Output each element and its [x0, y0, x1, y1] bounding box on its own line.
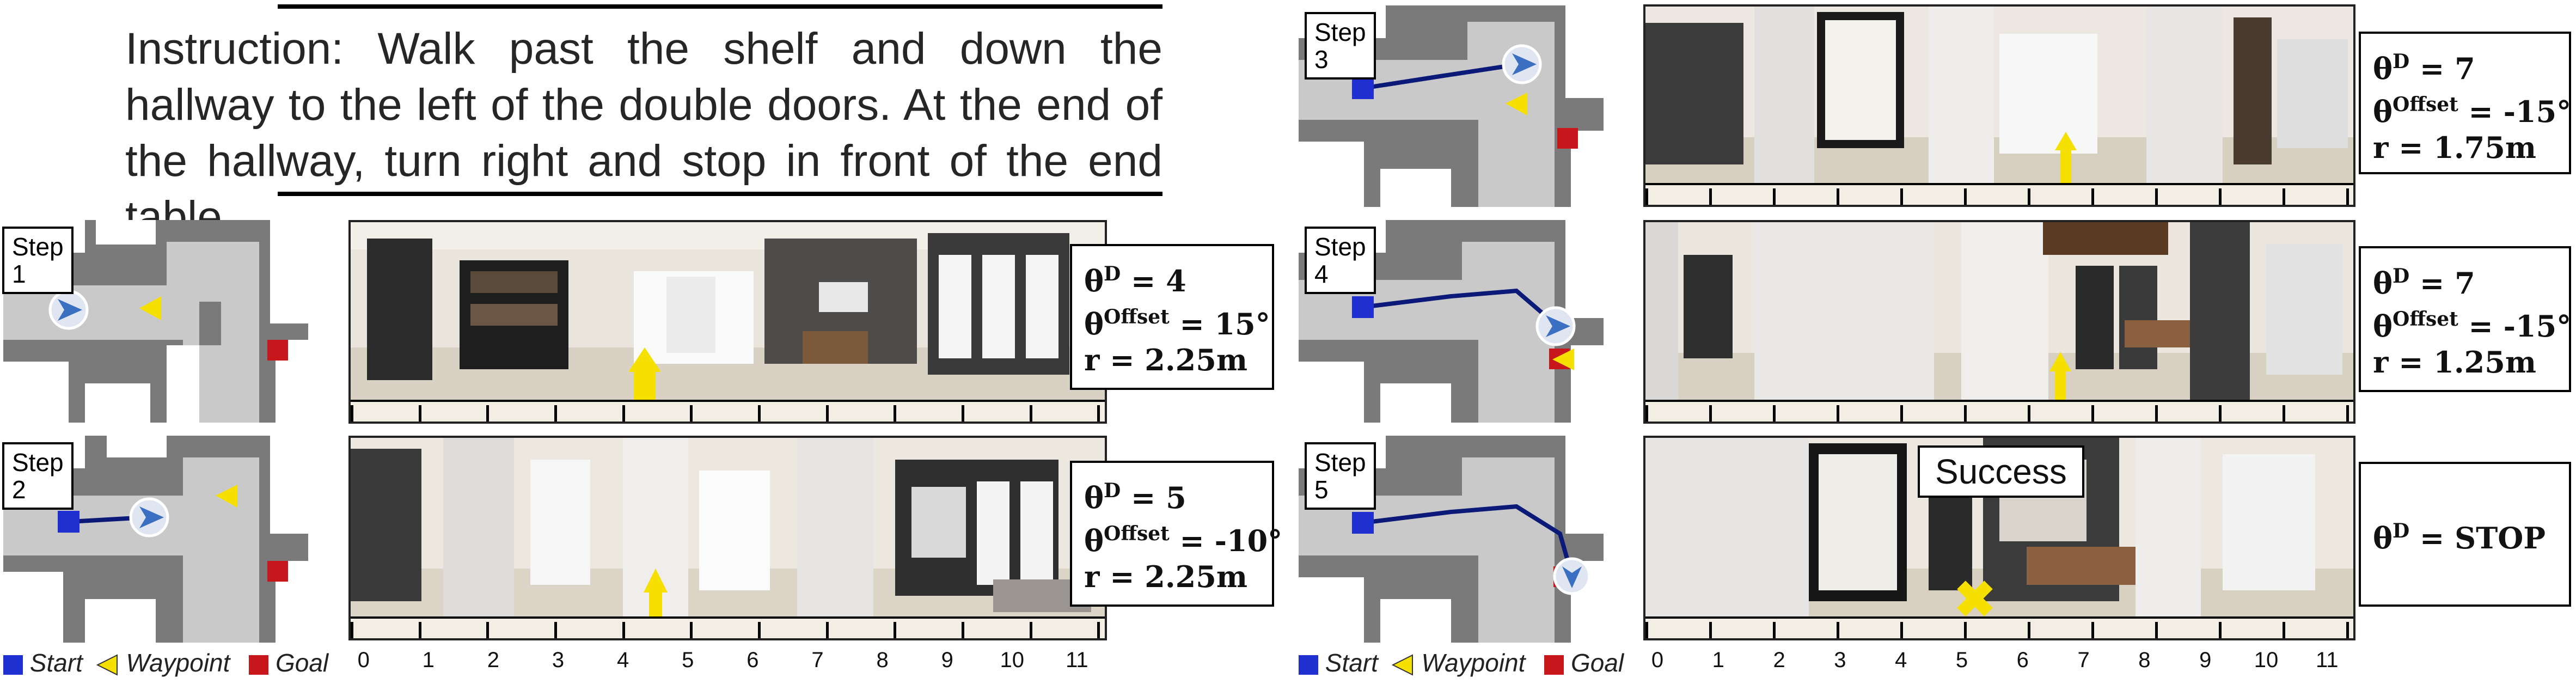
success-badge: Success — [1918, 445, 2084, 498]
step-1-theta-d: 4 — [1166, 264, 1186, 298]
step-2-info: θD = 5 θOffset = -10° r = 2.25m — [1070, 461, 1282, 607]
step-5-theta-d: STOP — [2455, 521, 2546, 555]
waypoint-icon — [1552, 349, 1574, 370]
step-1-panorama — [348, 220, 1107, 424]
legend-start-label: Start — [29, 649, 83, 677]
waypoint-icon — [1391, 654, 1413, 676]
legend-start-label: Start — [1325, 649, 1378, 677]
step-2-label: Step 2 — [2, 442, 74, 510]
step-1-minimap — [3, 220, 308, 423]
waypoint-icon — [139, 296, 161, 320]
heading-ticks — [351, 616, 1105, 638]
step-3-r: 1.75m — [2433, 130, 2536, 165]
step-1-r: 2.25m — [1145, 343, 1247, 377]
heading-axis-left: 0 1 2 3 4 5 6 7 8 9 10 11 — [357, 648, 1088, 672]
waypoint-icon — [216, 485, 237, 508]
step-2-panorama — [348, 436, 1107, 640]
instruction-box: Instruction: Walk past the shelf and dow… — [125, 4, 1162, 242]
instruction-text: Instruction: Walk past the shelf and dow… — [125, 21, 1162, 245]
instruction-label: Instruction: — [125, 24, 344, 74]
goal-icon — [267, 340, 288, 361]
step-4-label: Step 4 — [1305, 227, 1376, 294]
heading-ticks — [351, 400, 1105, 422]
goal-icon — [267, 561, 288, 582]
step-4-panorama — [1643, 220, 2355, 424]
heading-arrow — [628, 347, 661, 372]
legend-goal-label: Goal — [1570, 649, 1624, 677]
step-4-info: θD = 7 θOffset = -15° r = 1.25m — [2359, 246, 2571, 392]
step-5-info: θD = STOP — [2359, 462, 2571, 607]
step-2-theta-offset: -10° — [1214, 523, 1283, 558]
legend-left: Start Waypoint Goal — [3, 648, 328, 679]
goal-icon — [1557, 128, 1578, 149]
start-icon — [3, 655, 23, 675]
start-icon — [1299, 655, 1318, 675]
heading-ticks — [1645, 183, 2353, 205]
step-3-label: Step 3 — [1305, 12, 1376, 80]
stop-marker — [1957, 581, 1993, 616]
step-1-theta-offset: 15° — [1214, 307, 1270, 341]
start-icon — [1352, 77, 1374, 99]
instruction-top-rule — [278, 4, 1162, 9]
step-3-panorama — [1643, 4, 2355, 207]
heading-ticks — [1645, 616, 2353, 638]
step-1-label: Step 1 — [2, 227, 74, 294]
instruction-bottom-rule — [278, 192, 1162, 196]
goal-icon — [1544, 655, 1564, 675]
instruction-body: Walk past the shelf and down the hallway… — [125, 24, 1162, 242]
legend-waypoint-label: Waypoint — [1421, 649, 1526, 677]
goal-icon — [249, 655, 269, 675]
start-icon — [58, 511, 79, 533]
start-icon — [1352, 512, 1374, 534]
waypoint-icon — [1506, 93, 1527, 115]
start-icon — [1352, 296, 1374, 318]
step-5-label: Step 5 — [1305, 442, 1376, 510]
step-2-theta-d: 5 — [1166, 480, 1186, 515]
legend-right: Start Waypoint Goal — [1299, 648, 1624, 679]
step-3-theta-d: 7 — [2455, 51, 2475, 86]
waypoint-icon — [96, 654, 118, 676]
step-1-info: θD = 4 θOffset = 15° r = 2.25m — [1070, 244, 1274, 390]
heading-arrow — [2049, 352, 2071, 371]
step-3-info: θD = 7 θOffset = -15° r = 1.75m — [2359, 32, 2571, 174]
legend-goal-label: Goal — [275, 649, 329, 677]
step-4-theta-offset: -15° — [2503, 309, 2572, 344]
legend-waypoint-label: Waypoint — [126, 649, 230, 677]
step-4-r: 1.25m — [2433, 345, 2536, 380]
step-3-theta-offset: -15° — [2503, 94, 2572, 129]
step-2-r: 2.25m — [1145, 559, 1247, 594]
step-4-theta-d: 7 — [2455, 266, 2475, 301]
heading-arrow — [2055, 132, 2077, 150]
heading-arrow — [644, 569, 668, 593]
heading-ticks — [1645, 400, 2353, 422]
heading-axis-right: 0 1 2 3 4 5 6 7 8 9 10 11 — [1651, 648, 2339, 672]
